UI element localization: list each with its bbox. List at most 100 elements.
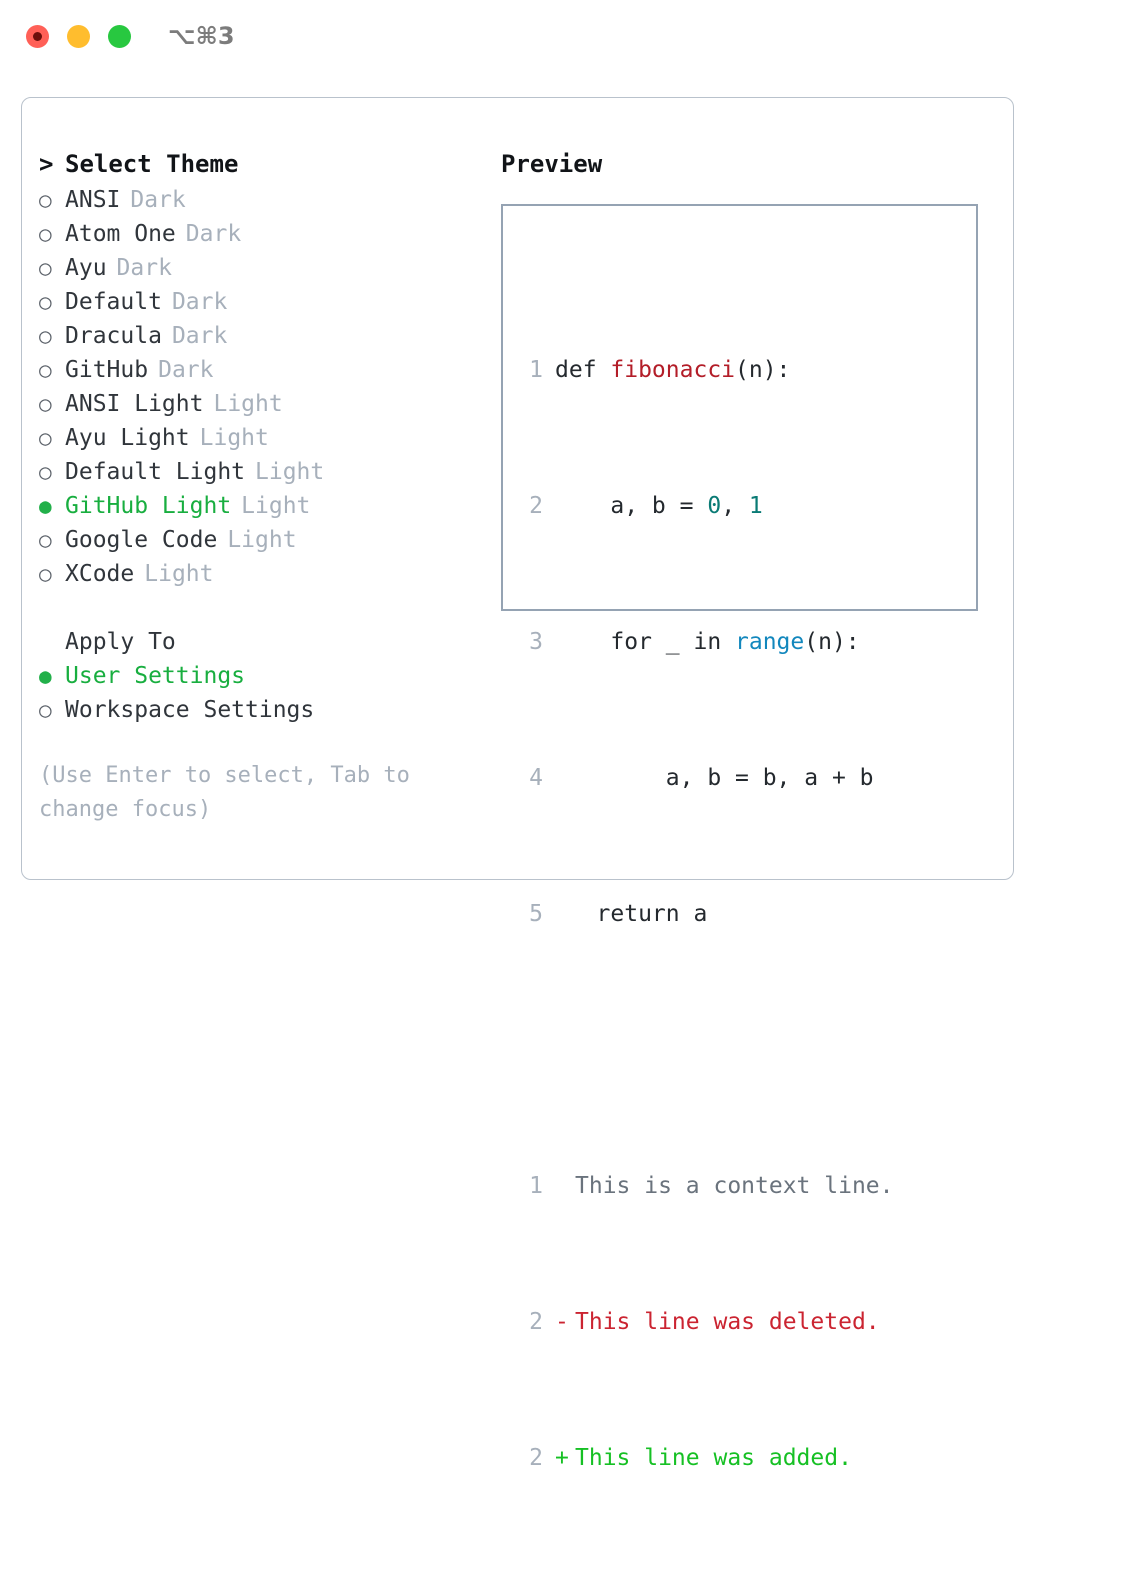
radio-icon[interactable]: ○ [39,290,52,314]
radio-icon[interactable]: ○ [39,256,52,280]
traffic-lights [26,25,131,48]
code-token-function: fibonacci [610,357,736,383]
line-number: 3 [529,629,543,655]
diff-marker-minus: - [555,1309,569,1335]
theme-name: Google Code [65,527,218,553]
apply-to-option-user-settings[interactable]: ●User Settings [39,659,479,693]
radio-icon[interactable]: ○ [39,528,52,552]
theme-name: XCode [65,561,135,587]
diff-line-added: 2 +This line was added. [517,1441,894,1475]
code-line: 3 for _ in range(n): [517,625,894,659]
code-token: return a [555,901,708,927]
theme-variant: Dark [185,221,242,247]
theme-variant: Light [144,561,214,587]
theme-option-default-dark[interactable]: ○ Default Dark [39,285,479,319]
code-line: 5 return a [517,897,894,931]
radio-selected-icon[interactable]: ● [39,494,52,518]
line-number: 4 [529,765,543,791]
theme-name: Ayu [65,255,107,281]
apply-to-title: Apply To [65,629,176,655]
radio-icon[interactable]: ○ [39,324,52,348]
blank-line [517,1033,894,1067]
radio-icon[interactable]: ○ [39,562,52,586]
diff-text: This is a context line. [575,1173,894,1199]
theme-option-github-dark[interactable]: ○ GitHub Dark [39,353,479,387]
diff-line-context: 1 This is a context line. [517,1169,894,1203]
minimize-button[interactable] [67,25,90,48]
theme-name: ANSI [65,187,121,213]
theme-variant: Light [213,391,283,417]
theme-variant: Dark [171,289,228,315]
radio-icon[interactable]: ○ [39,188,52,212]
page-title: Select Theme [65,150,239,178]
code-line: 2 a, b = 0, 1 [517,489,894,523]
close-button[interactable] [26,25,49,48]
theme-name: Ayu Light [65,425,190,451]
code-token-number: 0 [707,493,722,519]
code-token-builtin: range [735,629,805,655]
radio-icon[interactable]: ○ [39,460,52,484]
preview-box: 1 def fibonacci (n): 2 a, b = 0, 1 3 for _… [501,204,978,1471]
zoom-button[interactable] [108,25,131,48]
theme-option-default-light[interactable]: ○ Default Light Light [39,455,479,489]
line-number: 1 [529,1173,543,1199]
diff-marker [555,1169,575,1203]
theme-variant: Dark [158,357,214,383]
code-token: for _ in [555,629,736,655]
line-number: 2 [529,493,543,519]
code-token: (n): [804,629,860,655]
radio-icon[interactable]: ○ [39,222,52,246]
preview-pane: Preview 1 def fibonacci (n): 2 a, b = 0, 1… [501,146,1001,1471]
apply-to-option-workspace-settings[interactable]: ○Workspace Settings [39,693,479,727]
keyboard-shortcut-label: ⌥⌘3 [168,22,235,50]
line-number: 2 [529,1309,543,1335]
theme-name: GitHub Light [65,493,232,519]
code-line: 4 a, b = b, a + b [517,761,894,795]
radio-icon[interactable]: ○ [39,426,52,450]
radio-icon[interactable]: ○ [39,392,52,416]
radio-icon[interactable]: ○ [39,358,52,382]
line-number: 5 [529,901,543,927]
theme-option-ayu-light[interactable]: ○ Ayu Light Light [39,421,479,455]
theme-variant: Dark [171,323,228,349]
apply-to-heading: Apply To [39,625,479,659]
code-token: a, b = [555,493,708,519]
theme-name: GitHub [65,357,149,383]
theme-name: Default Light [65,459,246,485]
theme-picker-title: > Select Theme [39,146,479,182]
radio-selected-icon[interactable]: ● [39,664,52,688]
diff-text: This line was deleted. [575,1309,880,1335]
code-token: , [721,493,749,519]
line-number: 1 [529,357,543,383]
prompt-marker-icon: > [39,150,54,178]
theme-option-atom-one-dark[interactable]: ○ Atom One Dark [39,217,479,251]
preview-title: Preview [501,150,603,178]
code-token: a, b = b, a + b [555,765,874,791]
radio-icon[interactable]: ○ [39,698,52,722]
theme-option-xcode-light[interactable]: ○ XCode Light [39,557,479,591]
theme-name: Default [65,289,162,315]
code-sample: 1 def fibonacci (n): 2 a, b = 0, 1 3 for _… [517,251,894,1577]
theme-option-ayu-dark[interactable]: ○ Ayu Dark [39,251,479,285]
theme-variant: Light [255,459,325,485]
code-token-number: 1 [748,493,763,519]
diff-marker-plus: + [555,1445,569,1471]
theme-name: Atom One [65,221,176,247]
theme-variant: Light [227,527,297,553]
code-token: def [555,357,611,383]
title-bar: ⌥⌘3 [0,0,1140,78]
theme-variant: Dark [116,255,172,281]
spacer [39,591,479,625]
theme-variant: Light [199,425,269,451]
theme-option-google-code-light[interactable]: ○ Google Code Light [39,523,479,557]
diff-text: This line was added. [575,1445,852,1471]
keyboard-hint: (Use Enter to select, Tab to change focu… [39,763,424,822]
line-number: 2 [529,1445,543,1471]
